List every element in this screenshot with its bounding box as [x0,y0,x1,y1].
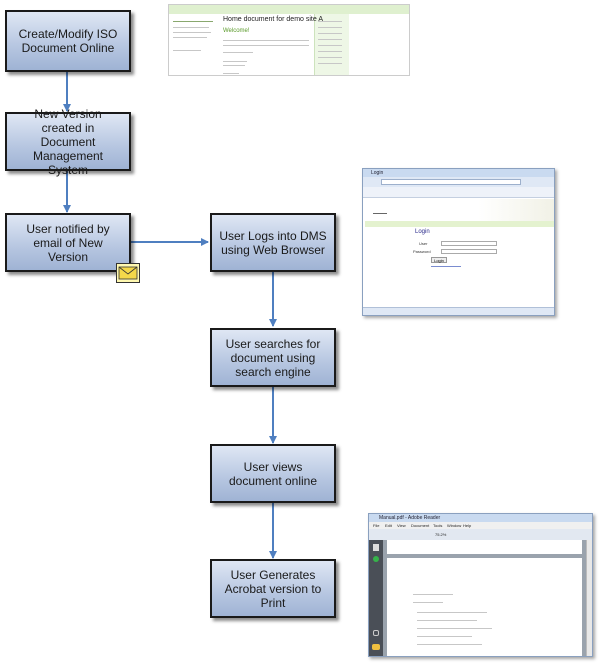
login-user-label: User [419,241,428,246]
reader-comment-icon [372,644,380,650]
login-user-input [441,241,497,246]
reader-title-bar [369,514,592,522]
reader-menu-view: View [397,523,406,528]
reader-title: Manual.pdf - Adobe Reader [379,515,441,521]
reader-page-top [387,540,582,554]
login-heading: Login [415,229,430,235]
reader-menu-help: Help [463,523,472,528]
browser-status-bar [363,307,554,315]
wiki-heading: Home document for demo site A [223,16,323,23]
reader-menu-tools: Tools [433,523,443,528]
reader-attachment-icon [373,630,379,636]
login-logo-mark [373,207,387,214]
flow-step-user-searches: User searches for document using search … [210,328,336,387]
browser-url-field [381,179,521,185]
wiki-welcome: Welcome! [223,28,250,34]
reader-zoom-level: 75.2% [435,532,447,537]
flow-step-create-modify: Create/Modify ISO Document Online [5,10,131,72]
screenshot-browser-login: Login Login User Password Login [362,168,555,316]
reader-menu-file: File [373,523,380,528]
screenshot-wiki-page: Home document for demo site A Welcome! [168,4,410,76]
flow-step-user-logs-in: User Logs into DMS using Web Browser [210,213,336,272]
browser-title-bar [363,169,554,177]
reader-menu-edit: Edit [385,523,392,528]
flow-step-user-views: User views document online [210,444,336,503]
login-submit-button: Login [431,257,447,263]
reader-document-area [383,540,586,656]
reader-menu-document: Document [411,523,430,528]
login-page-banner [365,199,554,221]
flow-step-generate-acrobat: User Generates Acrobat version to Print [210,559,336,618]
reader-menu-bar: File Edit View Document Tools Window Hel… [369,522,592,529]
flow-step-new-version: New Version created in Document Manageme… [5,107,131,177]
reader-menu-window: Window [447,523,462,528]
login-password-input [441,249,497,254]
screenshot-acrobat-reader: Manual.pdf - Adobe Reader File Edit View… [368,513,593,657]
reader-bookmark-icon [373,556,379,562]
envelope-icon [116,263,140,283]
login-nav-strip [365,221,554,227]
reader-page-body [387,558,582,656]
reader-pages-icon [373,544,379,551]
reader-nav-pane [369,540,383,656]
login-password-label: Password [413,249,431,254]
flow-step-user-notified: User notified by email of New Version [5,213,131,272]
wiki-side-menu [314,14,349,75]
browser-tool-bar [363,187,554,198]
wiki-top-bar [169,5,409,14]
reader-scrollbar [586,540,592,656]
browser-title: Login [371,170,384,176]
